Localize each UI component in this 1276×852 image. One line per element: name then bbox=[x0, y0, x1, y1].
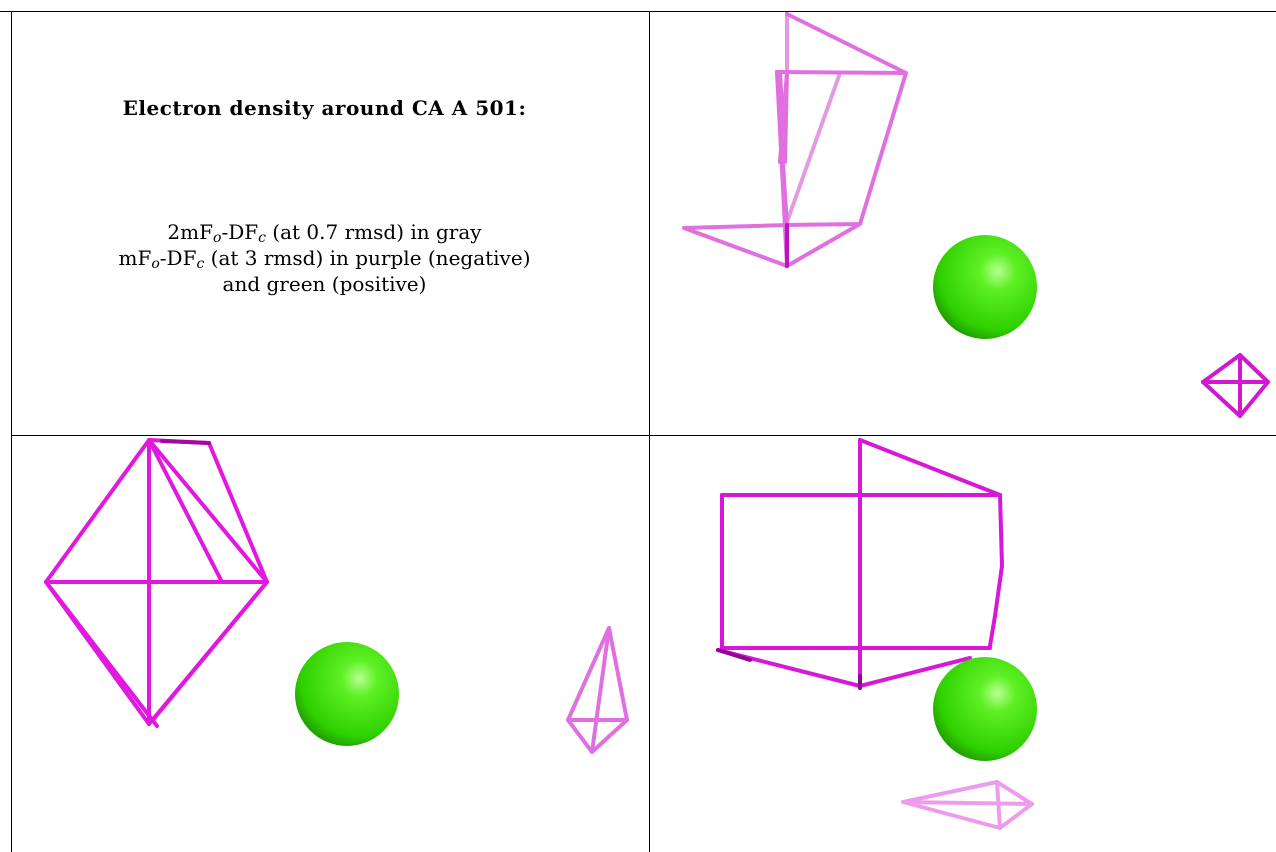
view-bottom-right bbox=[650, 436, 1276, 852]
density-view-svg bbox=[716, 438, 1037, 830]
caption-text: -DF bbox=[159, 246, 197, 270]
density-view-svg bbox=[44, 438, 629, 754]
caption-subscript: o bbox=[151, 256, 160, 272]
caption-text: (at 0.7 rmsd) in gray bbox=[265, 220, 482, 244]
caption-subscript: c bbox=[258, 230, 266, 246]
table-divider-vertical bbox=[649, 11, 650, 852]
caption-cell: Electron density around CA A 501: 2mFo-D… bbox=[12, 12, 637, 422]
density-mesh-negative bbox=[44, 438, 629, 754]
table-border-left bbox=[11, 11, 12, 852]
caption-title: Electron density around CA A 501: bbox=[122, 96, 527, 120]
caption-line-colors: and green (positive) bbox=[222, 272, 427, 296]
calcium-atom-sphere bbox=[933, 235, 1037, 339]
caption-line-fo-fc: mFo-DFc (at 3 rmsd) in purple (negative) bbox=[12, 246, 637, 272]
table-border-top bbox=[0, 11, 1276, 12]
caption-subscript: o bbox=[213, 230, 222, 246]
caption-text: mF bbox=[118, 246, 152, 270]
caption-text: -DF bbox=[221, 220, 259, 244]
calcium-atom-sphere bbox=[933, 657, 1037, 761]
density-mesh-negative bbox=[682, 12, 1270, 418]
view-bottom-left bbox=[12, 436, 649, 852]
view-top-right bbox=[650, 12, 1276, 435]
table-divider-horizontal bbox=[11, 435, 1276, 436]
calcium-atom-sphere bbox=[295, 642, 399, 746]
caption-text: 2mF bbox=[167, 220, 213, 244]
density-view-svg bbox=[682, 12, 1270, 418]
caption-line-2fo-fc: 2mFo-DFc (at 0.7 rmsd) in gray bbox=[12, 220, 637, 246]
density-mesh-negative bbox=[716, 438, 1034, 830]
caption-subscript: c bbox=[196, 256, 205, 272]
caption-text: (at 3 rmsd) in purple (negative) bbox=[204, 246, 531, 270]
